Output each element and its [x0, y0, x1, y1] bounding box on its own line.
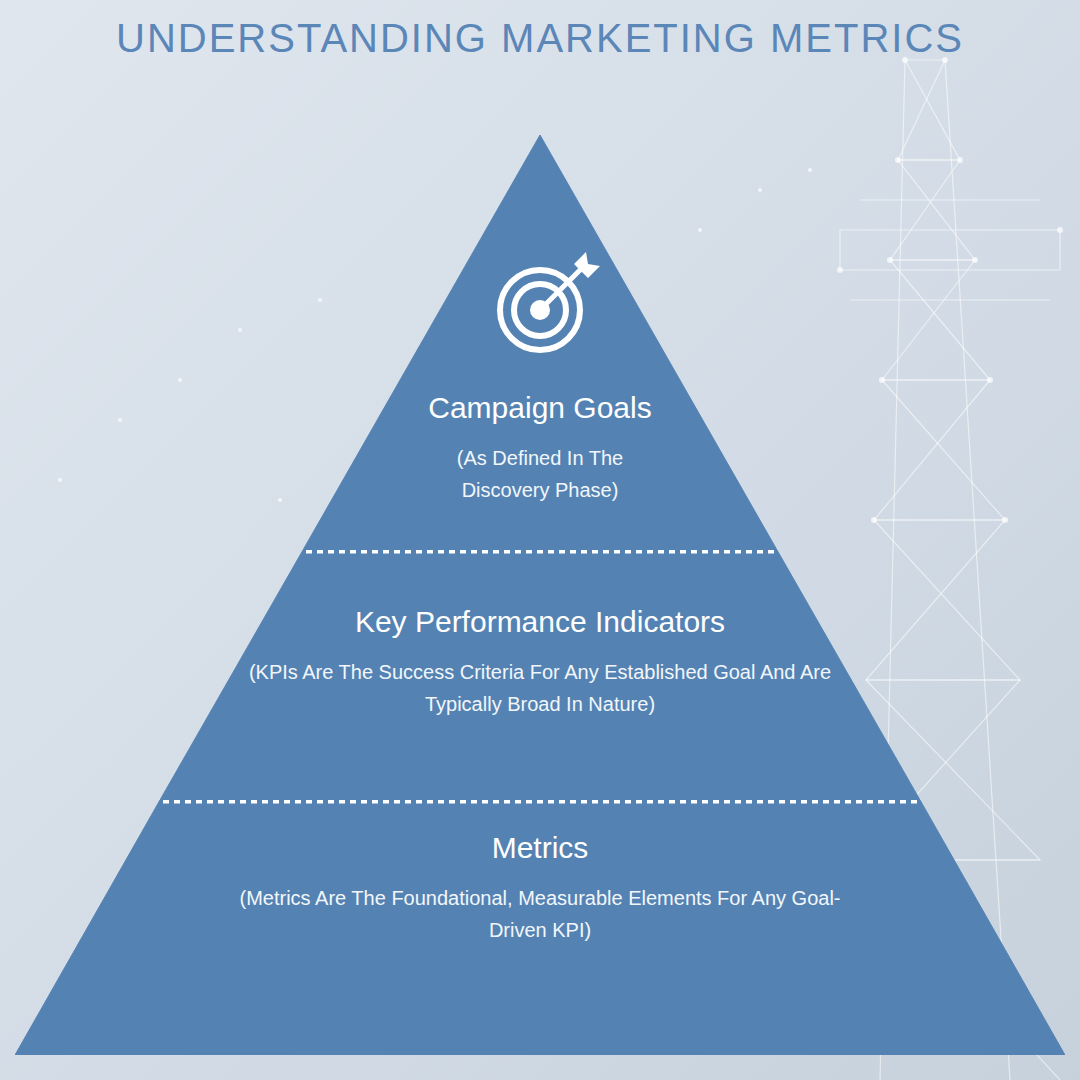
band-description: (Metrics Are The Foundational, Measurabl… [230, 882, 850, 946]
pyramid-band: Metrics (Metrics Are The Foundational, Me… [15, 800, 1065, 1055]
pyramid-band: Key Performance Indicators (KPIs Are The … [160, 550, 920, 800]
band-description: (KPIs Are The Success Criteria For Any E… [240, 656, 840, 720]
pyramid-band: Campaign Goals (As Defined In The Discove… [303, 135, 777, 550]
band-heading: Campaign Goals [415, 390, 665, 426]
band-heading: Key Performance Indicators [240, 604, 840, 640]
band-heading: Metrics [230, 830, 850, 866]
band-description: (As Defined In The Discovery Phase) [415, 442, 665, 506]
band-text: Metrics (Metrics Are The Foundational, Me… [230, 830, 850, 946]
diagram-title: UNDERSTANDING MARKETING METRICS [0, 8, 1080, 68]
target-icon [500, 252, 600, 350]
band-text: Campaign Goals (As Defined In The Discove… [415, 390, 665, 506]
band-text: Key Performance Indicators (KPIs Are The … [240, 604, 840, 720]
